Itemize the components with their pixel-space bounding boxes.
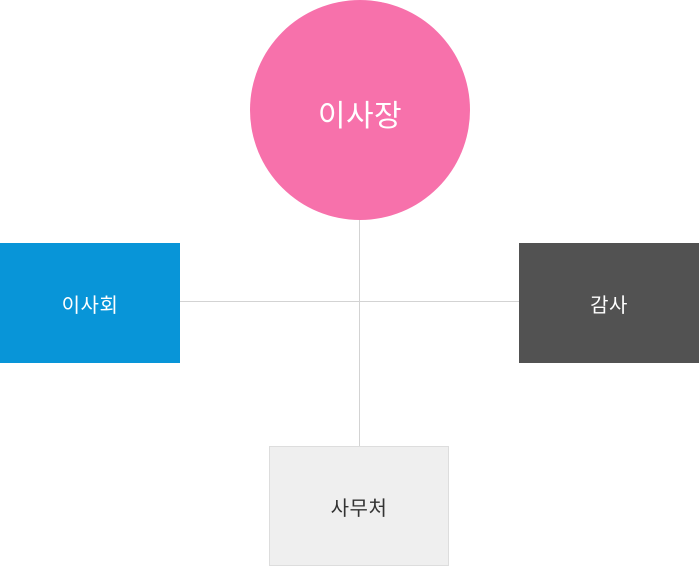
chairman-label: 이사장 [317,99,403,134]
auditor-label: 감사 [590,292,628,317]
auditor-node: 감사 [519,243,699,363]
chairman-node: 이사장 [250,0,470,220]
secretariat-node: 사무처 [269,446,449,566]
board-label: 이사회 [61,292,119,317]
board-node: 이사회 [0,243,180,363]
vertical-connector-line [359,218,360,446]
horizontal-connector-line [180,301,519,302]
secretariat-label: 사무처 [330,495,388,520]
